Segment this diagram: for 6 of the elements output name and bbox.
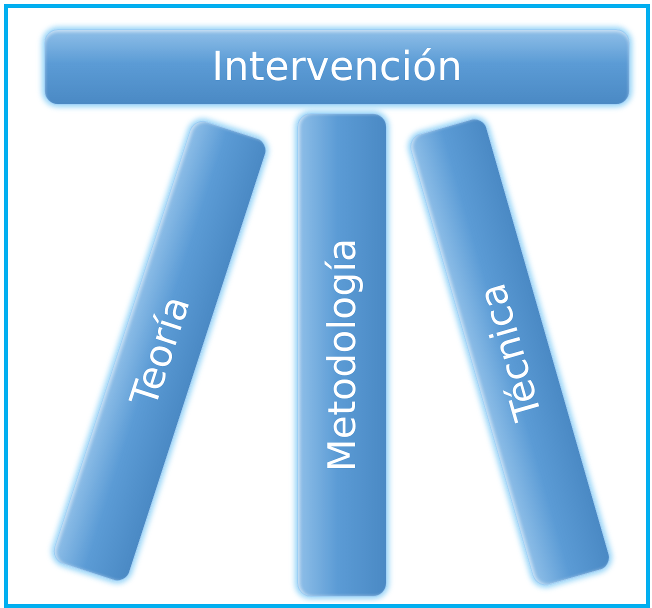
- leg-label: Teoría: [124, 291, 196, 411]
- bar-label: Intervención: [212, 47, 462, 87]
- leg-label: Técnica: [472, 280, 548, 424]
- top-bar: [44, 29, 630, 105]
- leg-label: Metodología: [323, 238, 361, 472]
- leg-bar: [297, 113, 387, 597]
